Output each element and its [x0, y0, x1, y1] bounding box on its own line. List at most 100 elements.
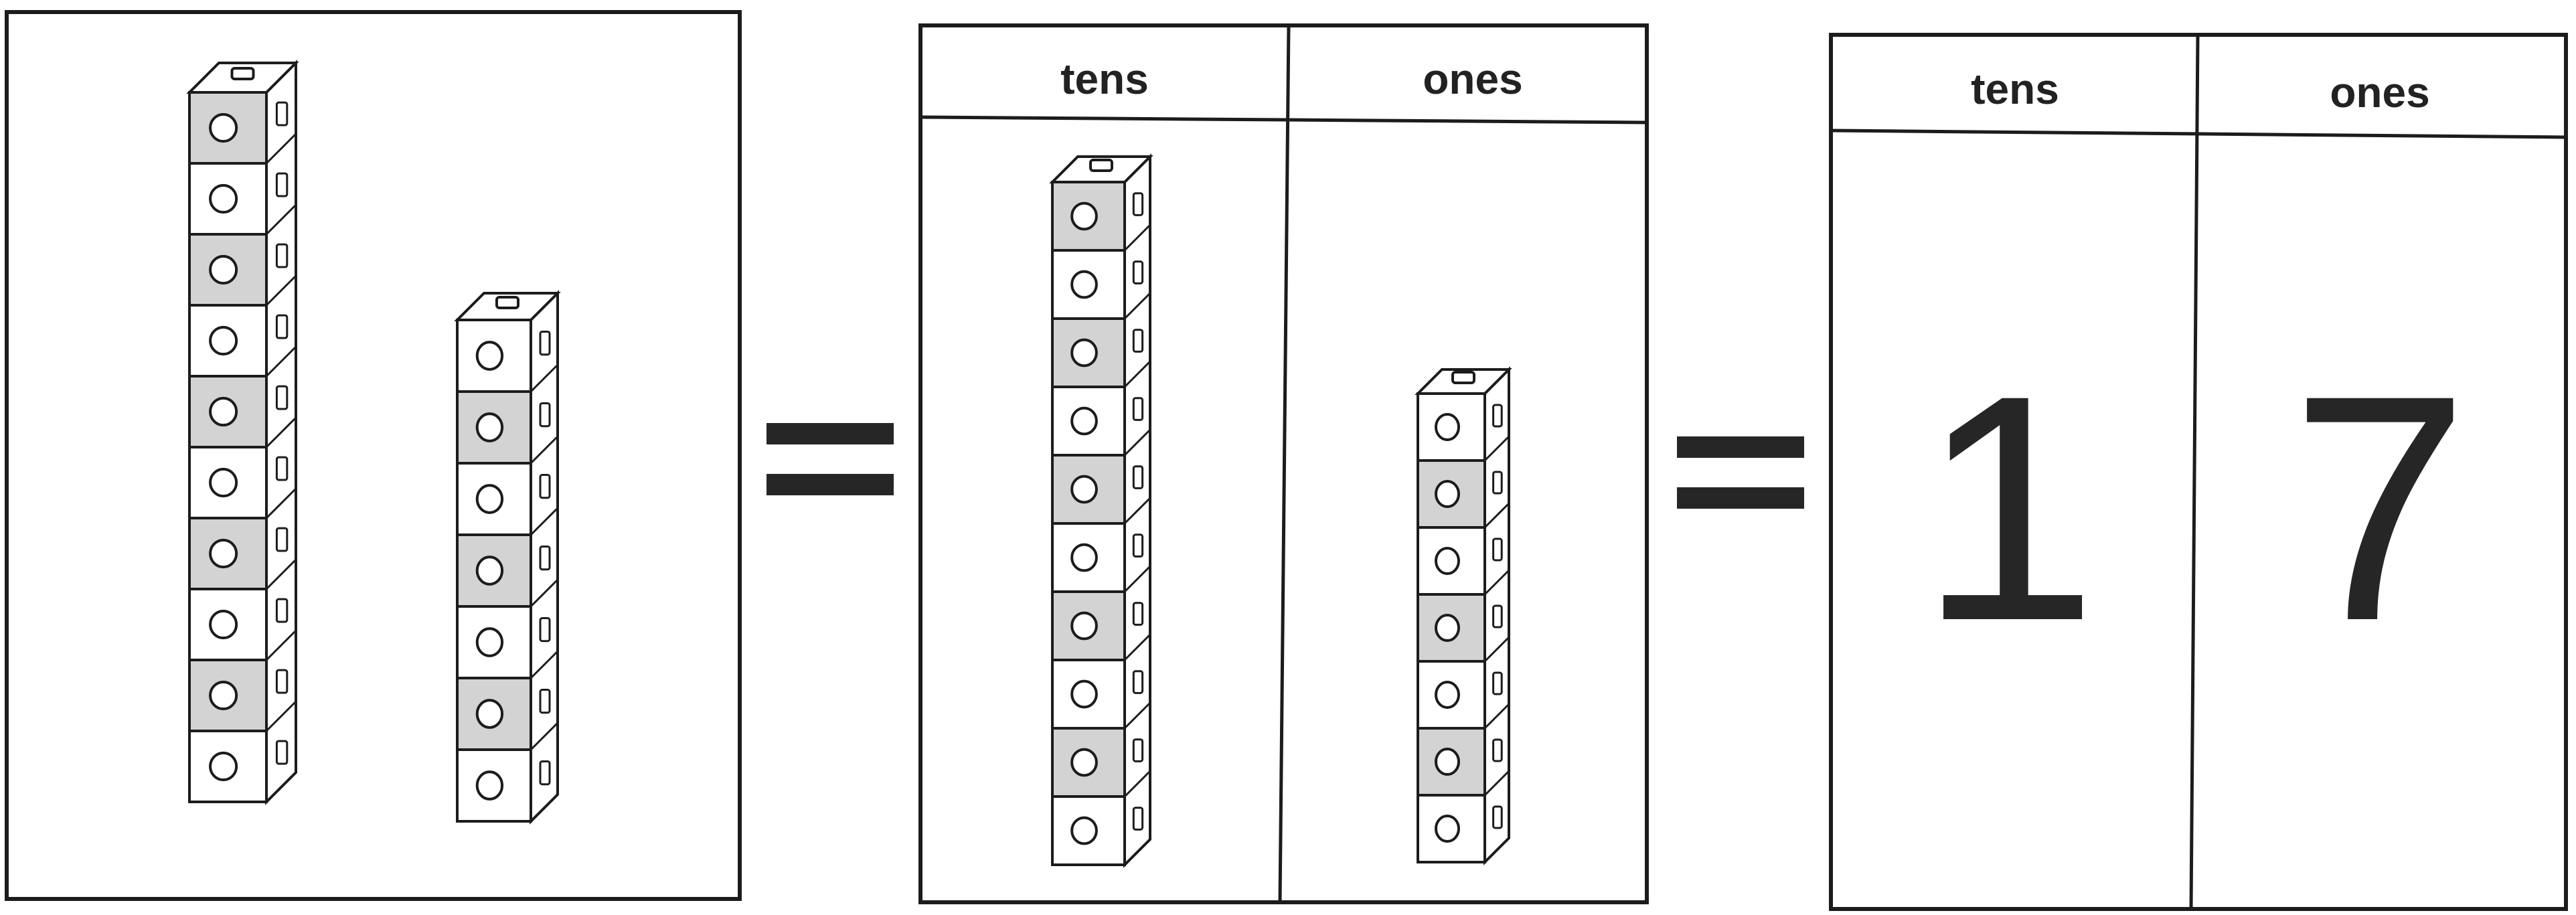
tens-tower — [186, 60, 299, 805]
cube-seam — [1483, 502, 1510, 529]
cube-socket — [1435, 748, 1460, 776]
cube-side-connector — [539, 616, 551, 643]
cube-socket — [1435, 547, 1460, 575]
cube-seam — [265, 700, 297, 732]
cube-seam — [1123, 838, 1151, 866]
cube-seam — [1123, 770, 1151, 798]
cube-seam — [1123, 224, 1151, 252]
cube-socket — [209, 396, 238, 427]
cube-seam — [1483, 703, 1510, 730]
cube-socket — [1070, 816, 1098, 845]
cube — [1417, 459, 1486, 529]
cube-socket — [209, 183, 238, 214]
cube-side-connector — [275, 385, 289, 410]
cube-side-connector — [1132, 397, 1144, 421]
cube-seam — [1123, 360, 1151, 388]
cube-seam — [1483, 636, 1510, 663]
header-divider — [920, 115, 1647, 124]
cube-seam — [530, 435, 559, 465]
cube-seam — [265, 771, 297, 803]
cube-socket — [475, 412, 504, 442]
cube-socket — [1070, 748, 1098, 777]
tens-tower — [1049, 153, 1153, 868]
cube-side-connector — [275, 243, 289, 268]
cube-nub — [230, 67, 255, 80]
blocks-panel — [5, 10, 742, 901]
cube-seam — [1483, 837, 1510, 863]
cube-side-connector — [275, 456, 289, 481]
place-value-blocks-panel: tens ones — [918, 23, 1649, 904]
cube-seam — [1123, 292, 1151, 320]
cube-nub — [1451, 371, 1475, 384]
cube-side-connector — [539, 402, 551, 428]
cube-seam — [265, 133, 297, 165]
cube-socket — [209, 325, 238, 356]
cube-socket — [209, 254, 238, 285]
cube-side-connector — [539, 688, 551, 714]
cube-socket — [475, 341, 504, 371]
blocks-panel-frame — [5, 10, 742, 901]
ones-header: ones — [2330, 68, 2429, 116]
cube-seam — [1123, 565, 1151, 593]
tens-header: tens — [1971, 65, 2059, 113]
cube-socket — [1070, 543, 1098, 572]
cube-seam — [265, 487, 297, 519]
equals-icon — [1677, 436, 1804, 509]
cube-seam — [1483, 770, 1510, 797]
ones-tower — [1415, 366, 1512, 865]
cube-seam — [265, 558, 297, 590]
cube-side-connector — [1492, 471, 1503, 495]
cube-side-connector — [275, 669, 289, 694]
equals-bar-top — [767, 423, 894, 444]
cube-seam — [530, 722, 559, 751]
cube-socket — [1435, 614, 1460, 642]
cube-side-connector — [539, 545, 551, 571]
cube-seam — [530, 578, 559, 608]
cube-seam — [265, 416, 297, 448]
cube-side-connector — [539, 473, 551, 499]
column-divider — [2189, 34, 2200, 910]
cube-side-connector — [1132, 602, 1144, 626]
equals-icon — [767, 423, 894, 495]
cube-seam — [530, 507, 559, 536]
cube-side-connector — [1132, 465, 1144, 489]
cube-socket — [209, 467, 238, 498]
cube-side-connector — [1132, 738, 1144, 762]
cube-socket — [1070, 475, 1098, 504]
cube-side-connector — [1132, 533, 1144, 558]
cube-socket — [475, 699, 504, 729]
cube-side-connector — [539, 760, 551, 786]
equals-bar-bottom — [1677, 487, 1804, 509]
cube-side-connector — [275, 101, 289, 127]
cube-socket — [209, 538, 238, 569]
equals-bar-bottom — [767, 474, 894, 495]
place-value-digits-frame — [1829, 33, 2568, 911]
cube-side-connector — [1492, 671, 1503, 695]
cube-side-connector — [1132, 670, 1144, 694]
cube-socket — [209, 609, 238, 640]
cube-socket — [1070, 270, 1098, 299]
cube-side-connector — [1492, 805, 1503, 829]
cube-side-connector — [1132, 192, 1144, 216]
cube-seam — [1123, 497, 1151, 525]
cube-seam — [1123, 633, 1151, 661]
equals-bar-top — [1677, 436, 1804, 458]
cube-socket — [1435, 681, 1460, 709]
cube-seam — [265, 629, 297, 661]
cube-socket — [1435, 815, 1460, 843]
cube-side-connector — [1132, 807, 1144, 831]
cube-side-connector — [275, 314, 289, 339]
cube-seam — [1483, 435, 1510, 462]
cube-socket — [209, 112, 238, 143]
cube-side-connector — [1132, 260, 1144, 284]
cube-side-connector — [275, 740, 289, 765]
cube-socket — [1070, 338, 1098, 367]
cube-socket — [475, 770, 504, 801]
cube-side-connector — [1492, 404, 1503, 428]
cube-socket — [1435, 480, 1460, 508]
cube-side-connector — [1492, 537, 1503, 562]
cube-seam — [1483, 569, 1510, 596]
cube-socket — [1435, 413, 1460, 441]
cube-side-connector — [275, 172, 289, 197]
